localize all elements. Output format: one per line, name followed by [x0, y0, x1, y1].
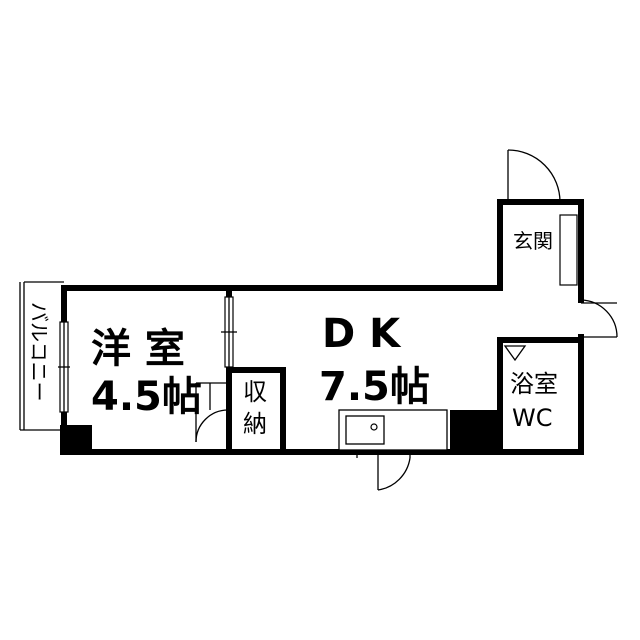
dk-size: 7.5帖	[319, 364, 430, 410]
kitchen-counter	[338, 409, 448, 451]
entrance-label: 玄関	[513, 229, 553, 253]
balcony	[19, 281, 64, 431]
shoe-cabinet	[559, 214, 578, 286]
side-door	[580, 299, 618, 338]
western-room-door	[195, 382, 229, 443]
bath-label-2: WC	[512, 404, 553, 432]
bath-door-marker	[503, 345, 527, 362]
pillar-left	[60, 425, 92, 455]
storage-label-2: 納	[243, 410, 267, 438]
storage-label-1: 収	[243, 378, 267, 406]
balcony-label: バルコニー	[27, 302, 51, 402]
dk-name: D K	[322, 311, 402, 357]
balcony-window	[58, 321, 70, 413]
sink	[345, 415, 385, 445]
pillar-right	[450, 410, 500, 455]
bottom-door	[356, 451, 411, 491]
partition-sliding-door	[221, 296, 237, 368]
front-door	[507, 149, 561, 203]
western-room-name: 洋 室	[91, 326, 185, 372]
western-room-size: 4.5帖	[91, 374, 202, 420]
bath-label-1: 浴室	[510, 370, 558, 398]
